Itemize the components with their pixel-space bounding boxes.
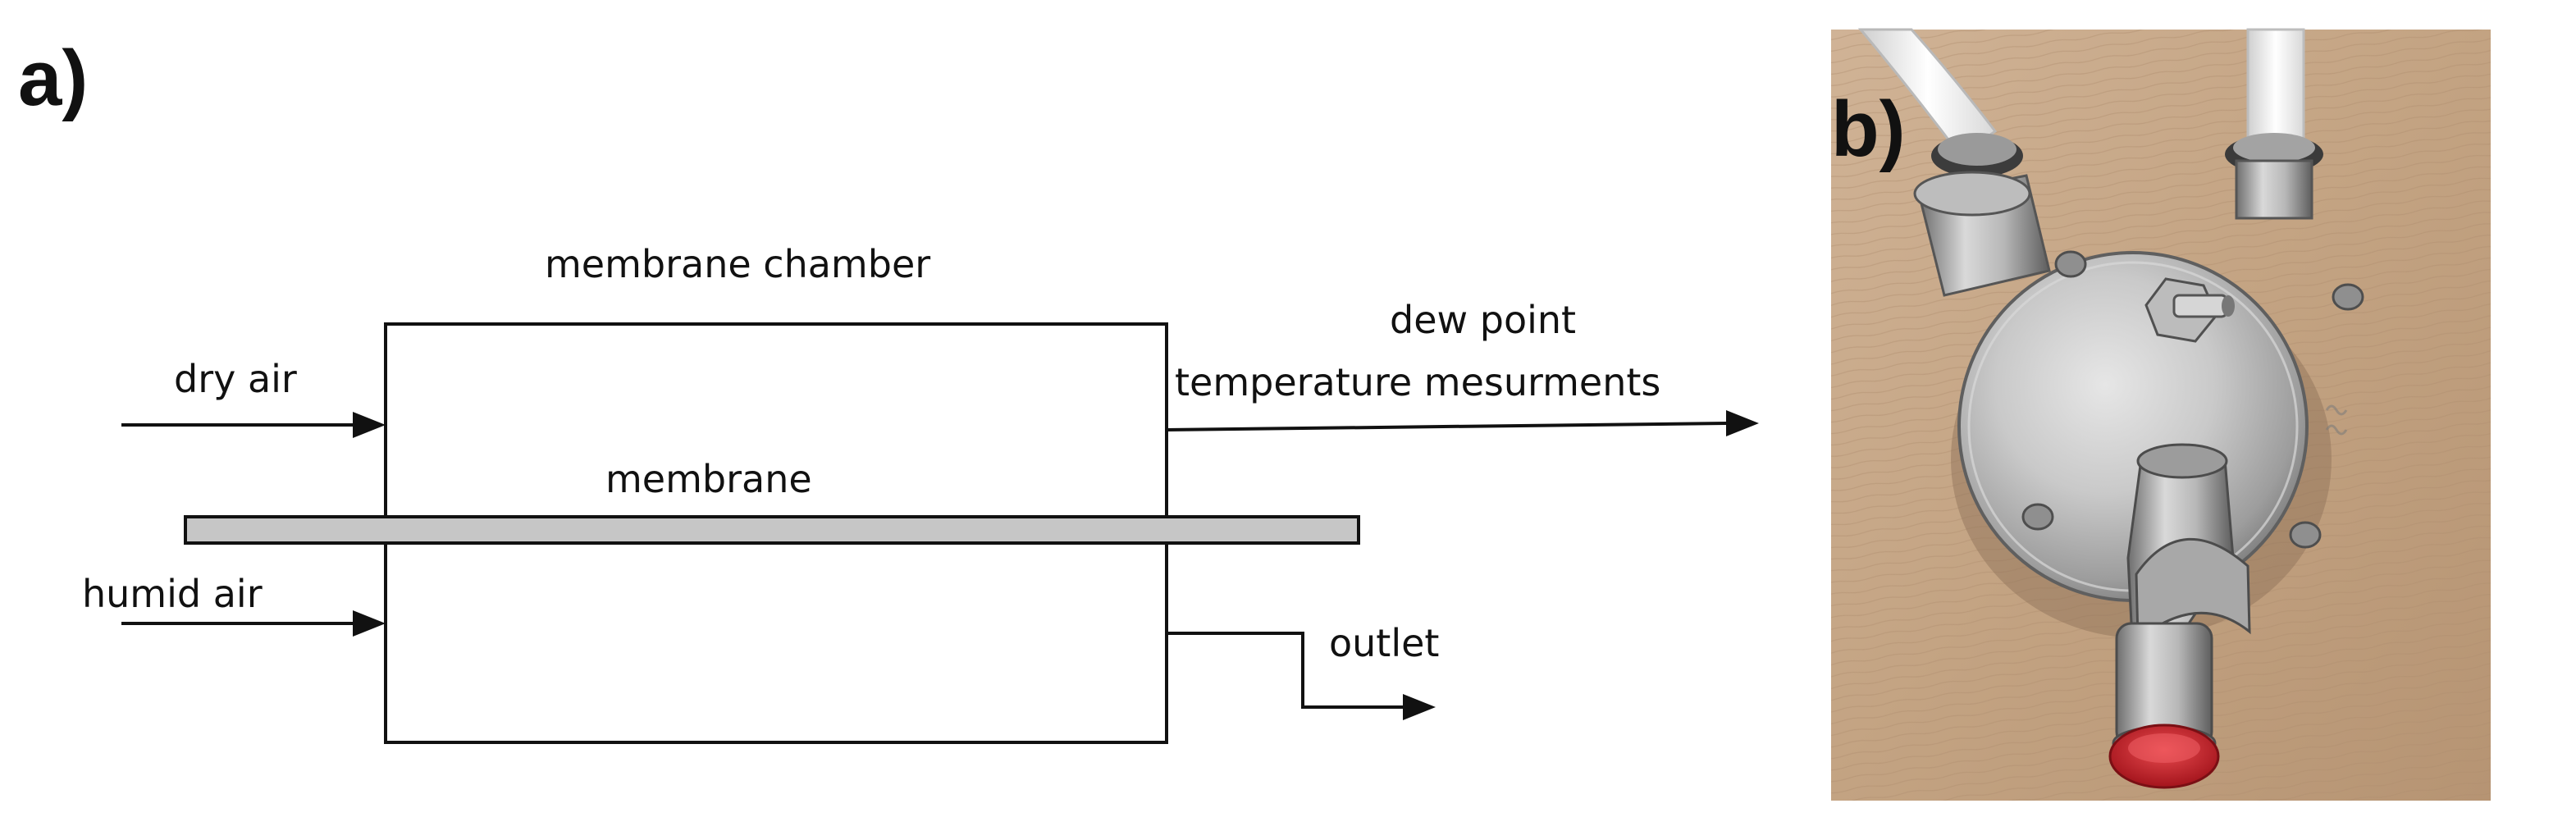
- panel-a-label: a): [18, 34, 88, 122]
- outlet-arrowhead: [1403, 694, 1436, 720]
- plate-screws: [2021, 250, 2364, 549]
- membrane-chamber-label: membrane chamber: [545, 242, 930, 286]
- panel-b: b): [1831, 28, 2491, 801]
- left-fitting-icon: [1913, 133, 2051, 297]
- red-cap-icon: [2108, 724, 2220, 789]
- membrane-bar: [184, 515, 1360, 545]
- engraving-marks: [2325, 404, 2348, 436]
- membrane-label: membrane: [605, 457, 812, 501]
- humid-air-label: humid air: [82, 572, 263, 616]
- dry-air-arrowhead: [353, 412, 386, 438]
- right-fitting-icon: [2225, 133, 2323, 220]
- panel-a: a) membrane chamber membrane dry air hum…: [18, 34, 1759, 744]
- dew-point-label-line2: temperature mesurments: [1175, 360, 1660, 404]
- outlet-label: outlet: [1329, 621, 1439, 665]
- panel-b-label: b): [1831, 85, 1906, 173]
- dew-point-arrowhead: [1726, 410, 1759, 436]
- humid-air-arrowhead: [353, 610, 386, 637]
- dry-air-label: dry air: [174, 357, 297, 401]
- dew-point-arrow-line: [1166, 422, 1727, 431]
- center-nozzle-icon: [2144, 277, 2235, 343]
- outlet-arrow-line: [1167, 632, 1404, 709]
- dew-point-label-line1: dew point: [1390, 298, 1576, 342]
